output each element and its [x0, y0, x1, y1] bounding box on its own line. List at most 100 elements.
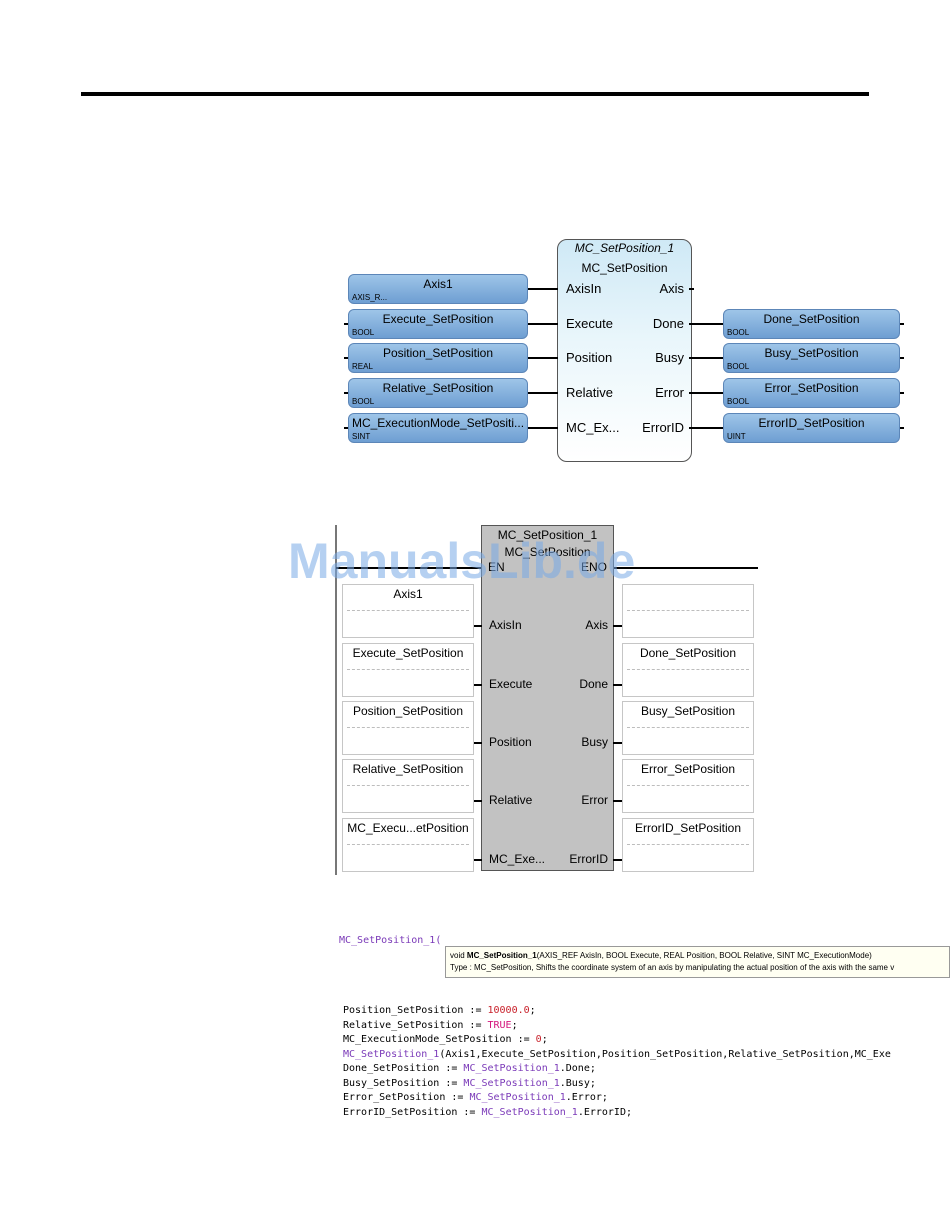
- ld-output-variable-box[interactable]: ErrorID_SetPosition: [622, 818, 754, 872]
- ld-output-variable-box[interactable]: [622, 584, 754, 638]
- code-token: .ErrorID;: [577, 1106, 632, 1118]
- ld-output-wire: [613, 684, 622, 686]
- ld-output-variable-box[interactable]: Done_SetPosition: [622, 643, 754, 697]
- code-token: Busy_SetPosition :=: [343, 1077, 464, 1089]
- ld-box-divider: [347, 669, 469, 670]
- ld-function-block[interactable]: MC_SetPosition_1 MC_SetPosition EN ENO: [481, 525, 614, 871]
- ld-block-instance-name: MC_SetPosition_1: [497, 528, 598, 542]
- ld-input-wire: [474, 859, 482, 861]
- code-token: TRUE: [487, 1019, 512, 1031]
- ld-variable-name: Done_SetPosition: [639, 646, 737, 660]
- fbd-tag-type: REAL: [352, 362, 373, 371]
- ld-output-pin: Busy: [581, 735, 608, 749]
- code-token: MC_SetPosition_1: [469, 1092, 566, 1103]
- fbd-input-wire: [527, 288, 558, 290]
- ld-input-pin: MC_Exe...: [489, 852, 546, 866]
- fbd-function-block[interactable]: MC_SetPosition_1 MC_SetPosition: [557, 239, 692, 462]
- ld-variable-name: Execute_SetPosition: [352, 646, 464, 660]
- ld-variable-name: Error_SetPosition: [640, 762, 736, 776]
- fbd-tag-type: BOOL: [727, 328, 750, 337]
- ld-input-variable-box[interactable]: Execute_SetPosition: [342, 643, 474, 697]
- fbd-input-pin: Position: [566, 350, 613, 365]
- fbd-output-pin: Error: [655, 385, 684, 400]
- code-token: MC_SetPosition_1: [343, 1048, 440, 1060]
- code-token: 10000.0: [487, 1005, 530, 1016]
- fbd-output-stub: [900, 392, 904, 394]
- code-token: Relative_SetPosition :=: [343, 1019, 488, 1031]
- ld-variable-name: Busy_SetPosition: [640, 704, 736, 718]
- fbd-tag-type: UINT: [727, 432, 746, 441]
- fbd-input-wire: [527, 323, 558, 325]
- fbd-tag-type: BOOL: [352, 328, 375, 337]
- ld-output-wire: [613, 742, 622, 744]
- tooltip-signature-line: void MC_SetPosition_1(AXIS_REF AxisIn, B…: [450, 950, 945, 962]
- code-token: Position_SetPosition :=: [343, 1005, 488, 1016]
- fbd-input-tag[interactable]: MC_ExecutionMode_SetPositi...SINT: [348, 413, 528, 443]
- ld-variable-name: Relative_SetPosition: [352, 762, 464, 776]
- code-line: Busy_SetPosition := MC_SetPosition_1.Bus…: [343, 1077, 891, 1092]
- watermark: ManualsLib.de: [288, 533, 636, 589]
- ld-output-wire: [613, 859, 622, 861]
- tooltip-description: Type : MC_SetPosition, Shifts the coordi…: [450, 963, 895, 972]
- ld-input-variable-box[interactable]: Relative_SetPosition: [342, 759, 474, 813]
- fbd-tag-type: BOOL: [352, 397, 375, 406]
- ld-en-wire: [336, 567, 481, 569]
- code-token: Done_SetPosition :=: [343, 1063, 464, 1074]
- code-token: .Busy;: [559, 1077, 596, 1089]
- ld-eno-wire: [614, 567, 758, 569]
- ld-box-divider: [627, 669, 749, 670]
- ld-input-pin: AxisIn: [489, 618, 522, 632]
- code-line: Done_SetPosition := MC_SetPosition_1.Don…: [343, 1062, 891, 1077]
- ld-input-wire: [474, 800, 482, 802]
- fbd-output-pin: Busy: [655, 350, 684, 365]
- ld-output-pin: Error: [581, 793, 608, 807]
- fbd-tag-name: Busy_SetPosition: [764, 346, 859, 360]
- code-line: MC_SetPosition_1(Axis1,Execute_SetPositi…: [343, 1048, 891, 1063]
- fbd-output-pin: Axis: [659, 281, 684, 296]
- page-header-rule: [81, 92, 869, 96]
- ld-box-divider: [627, 727, 749, 728]
- ld-input-pin: Execute: [489, 677, 533, 691]
- ld-variable-name: Position_SetPosition: [352, 704, 464, 718]
- fbd-input-pin: Relative: [566, 385, 613, 400]
- fbd-tag-type: BOOL: [727, 397, 750, 406]
- fbd-output-stub: [900, 323, 904, 325]
- ld-input-variable-box[interactable]: Axis1: [342, 584, 474, 638]
- code-header-line: MC_SetPosition_1(: [339, 935, 442, 946]
- ld-output-variable-box[interactable]: Error_SetPosition: [622, 759, 754, 813]
- code-line: Relative_SetPosition := TRUE;: [343, 1019, 891, 1034]
- ld-output-variable-box[interactable]: Busy_SetPosition: [622, 701, 754, 755]
- fbd-input-wire: [527, 427, 558, 429]
- ld-box-divider: [347, 785, 469, 786]
- ld-input-pin: Relative: [489, 793, 533, 807]
- ld-input-wire: [474, 684, 482, 686]
- code-token: Error_SetPosition :=: [343, 1092, 470, 1103]
- fbd-output-wire: [689, 427, 723, 429]
- fbd-tag-name: Axis1: [423, 277, 453, 291]
- ld-box-divider: [347, 610, 469, 611]
- fbd-input-wire: [527, 392, 558, 394]
- fbd-output-stub: [900, 427, 904, 429]
- fbd-output-pin: Done: [652, 316, 684, 331]
- code-line: Position_SetPosition := 10000.0;: [343, 1004, 891, 1019]
- ld-pin-eno: ENO: [580, 560, 607, 574]
- fbd-tag-type: BOOL: [727, 362, 750, 371]
- ld-box-divider: [627, 610, 749, 611]
- ld-input-variable-box[interactable]: Position_SetPosition: [342, 701, 474, 755]
- code-token: .Done;: [559, 1063, 596, 1074]
- tooltip-prefix: void: [450, 951, 467, 960]
- signature-tooltip: void MC_SetPosition_1(AXIS_REF AxisIn, B…: [445, 946, 950, 978]
- ld-left-rail: [335, 525, 337, 875]
- ld-block-type-name: MC_SetPosition: [504, 545, 591, 559]
- ld-input-variable-box[interactable]: MC_Execu...etPosition: [342, 818, 474, 872]
- code-token: MC_SetPosition_1: [463, 1063, 560, 1074]
- code-token: MC_SetPosition_1: [463, 1077, 560, 1089]
